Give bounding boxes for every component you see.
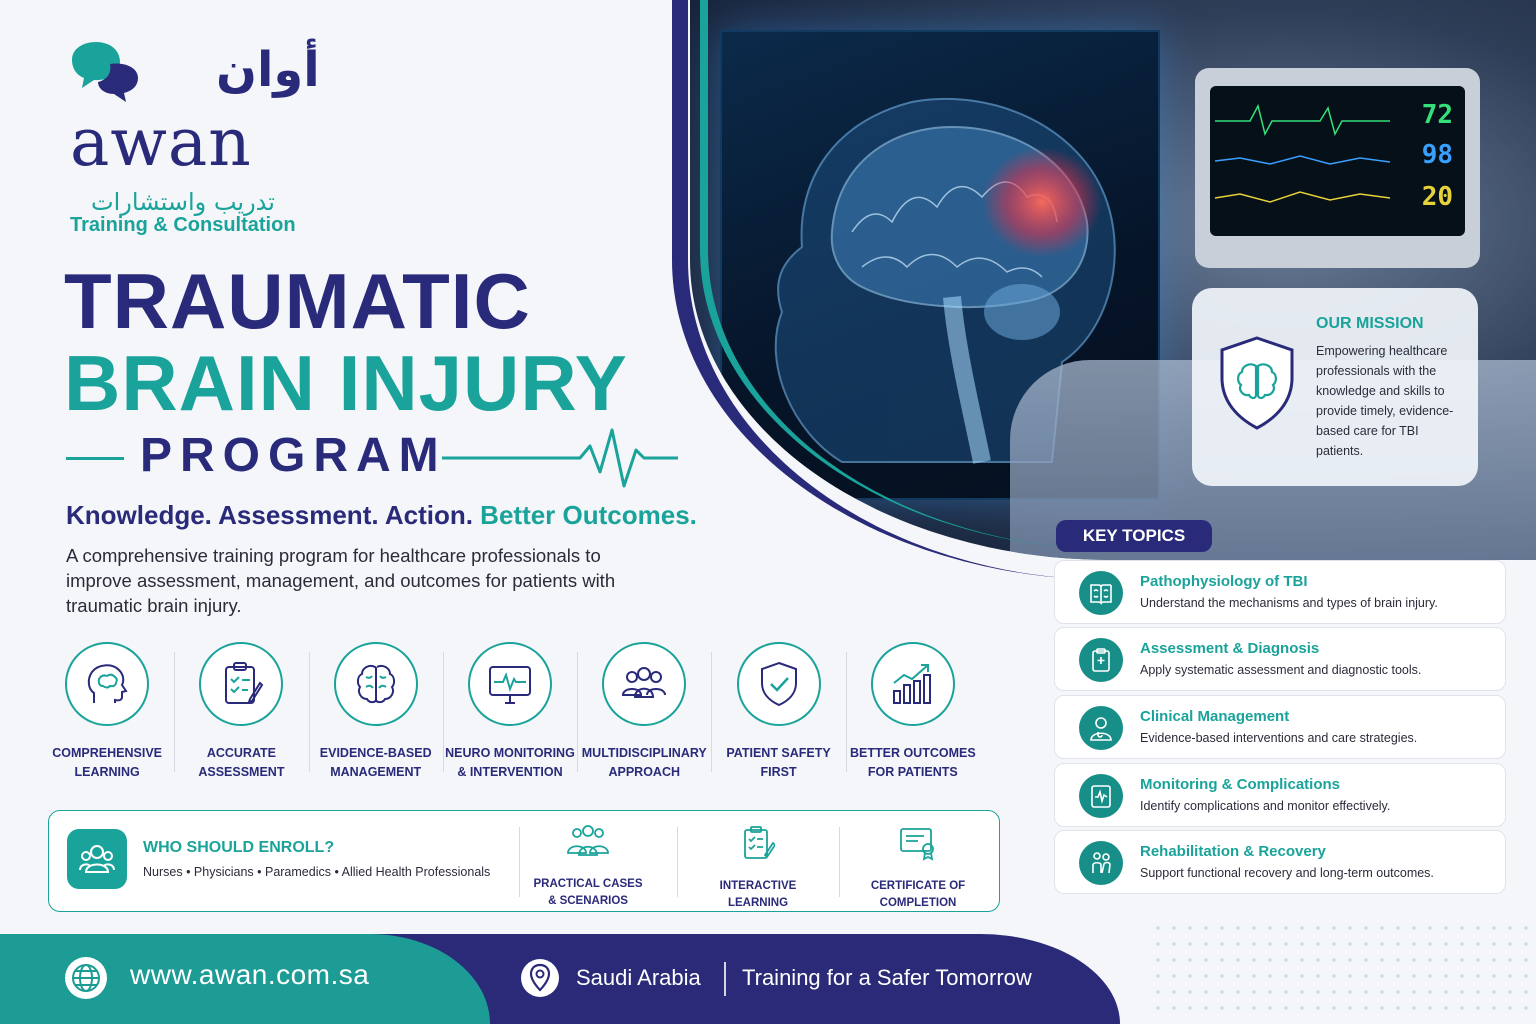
chat-bubbles-icon (72, 42, 138, 102)
growth-chart-icon (892, 664, 931, 704)
website-link[interactable]: www.awan.com.sa (130, 959, 370, 990)
mission-title: OUR MISSION (1316, 315, 1424, 332)
enroll-divider (677, 827, 678, 897)
footer-country: Saudi Arabia (576, 965, 701, 990)
feature-label: MULTIDISCIPLINARY APPROACH (581, 746, 707, 779)
feature-label: ACCURATE ASSESSMENT (198, 746, 285, 779)
logo-arabic-tagline: تدريب واستشارات (91, 188, 275, 216)
enroll-item-certificate: CERTIFICATE OF COMPLETION (839, 825, 997, 912)
enroll-item-label: PRACTICAL CASES & SCENARIOS (533, 878, 643, 907)
logo-tagline: Training & Consultation (70, 214, 296, 236)
topic-card: Pathophysiology of TBI Understand the me… (1054, 560, 1506, 624)
topic-title: Assessment & Diagnosis (1140, 640, 1320, 657)
feature-better-outcomes: BETTER OUTCOMES FOR PATIENTS (845, 638, 980, 788)
feature-label: PATIENT SAFETY FIRST (726, 746, 831, 779)
feature-patient-safety: PATIENT SAFETY FIRST (711, 638, 845, 788)
globe-icon (65, 957, 107, 999)
enroll-divider (839, 827, 840, 897)
enroll-audience: Nurses • Physicians • Paramedics • Allie… (143, 865, 491, 879)
brain-icon (356, 664, 395, 704)
certificate-icon (900, 828, 934, 861)
enroll-item-interactive-learning: INTERACTIVE LEARNING (679, 825, 837, 912)
topic-description: Identify complications and monitor effec… (1140, 799, 1391, 813)
title-line-2: BRAIN INJURY (64, 339, 628, 427)
logo-latin-name: awan (70, 104, 252, 181)
feature-evidence-based-management: EVIDENCE-BASED MANAGEMENT (308, 638, 443, 788)
topic-description: Understand the mechanisms and types of b… (1140, 596, 1438, 610)
topic-description: Apply systematic assessment and diagnost… (1140, 663, 1422, 677)
rehabilitation-icon (1092, 852, 1111, 874)
monitoring-icon (1091, 785, 1111, 808)
feature-comprehensive-learning: COMPREHENSIVE LEARNING (40, 638, 174, 788)
feature-label: BETTER OUTCOMES FOR PATIENTS (849, 746, 976, 779)
clipboard-checklist-icon (225, 662, 264, 704)
monitor-pulse-icon (488, 666, 531, 704)
feature-accurate-assessment: ACCURATE ASSESSMENT (174, 638, 308, 788)
team-icon (622, 667, 667, 698)
mission-card: OUR MISSION Empowering healthcare profes… (1192, 288, 1478, 486)
title-divider-left (66, 457, 124, 460)
mission-text: Empowering healthcare professionals with… (1316, 344, 1454, 458)
logo-arabic-name: أوان (216, 42, 320, 98)
key-topics-badge: KEY TOPICS (1056, 520, 1212, 552)
topic-title: Clinical Management (1140, 708, 1290, 725)
location-pin-icon (521, 959, 559, 997)
group-icon (567, 825, 609, 856)
feature-multidisciplinary-approach: MULTIDISCIPLINARY APPROACH (577, 638, 711, 788)
topic-card: Rehabilitation & Recovery Support functi… (1054, 830, 1506, 894)
footer-slogan: Training for a Safer Tomorrow (742, 965, 1032, 990)
title-line-3: PROGRAM (140, 429, 447, 482)
feature-label: COMPREHENSIVE LEARNING (52, 746, 163, 779)
shield-check-icon (760, 661, 797, 707)
topic-card: Clinical Management Evidence-based inter… (1054, 695, 1506, 759)
hero-ring-teal (700, 0, 1536, 550)
head-brain-icon (87, 664, 128, 703)
clipboard-icon (744, 826, 777, 859)
people-icon (79, 845, 115, 873)
enroll-item-practical-cases: PRACTICAL CASES & SCENARIOS (509, 825, 667, 910)
diagnosis-clipboard-icon (1092, 648, 1110, 672)
program-tagline: Knowledge. Assessment. Action. Better Ou… (66, 500, 697, 531)
tagline-accent: Better Outcomes. (480, 500, 697, 530)
doctor-icon (1090, 717, 1112, 741)
footer-divider (724, 962, 726, 996)
enroll-divider (519, 827, 520, 897)
feature-neuro-monitoring: NEURO MONITORING & INTERVENTION (442, 638, 577, 788)
tagline-main: Knowledge. Assessment. Action. (66, 500, 473, 530)
enroll-item-label: INTERACTIVE LEARNING (719, 880, 797, 909)
dot-pattern (1150, 920, 1530, 1020)
feature-label: NEURO MONITORING & INTERVENTION (445, 746, 575, 779)
topic-description: Support functional recovery and long-ter… (1140, 866, 1434, 880)
title-line-1: TRAUMATIC (64, 257, 531, 345)
topic-card: Monitoring & Complications Identify comp… (1054, 763, 1506, 827)
topic-title: Pathophysiology of TBI (1140, 573, 1308, 590)
feature-label: EVIDENCE-BASED MANAGEMENT (319, 746, 432, 779)
program-description: A comprehensive training program for hea… (66, 545, 616, 616)
enroll-title: WHO SHOULD ENROLL? (143, 839, 335, 856)
topic-title: Rehabilitation & Recovery (1140, 843, 1326, 860)
topic-title: Monitoring & Complications (1140, 776, 1340, 793)
heartbeat-line-icon (442, 428, 678, 488)
enroll-item-label: CERTIFICATE OF COMPLETION (870, 880, 966, 909)
features-row: COMPREHENSIVE LEARNING ACCURATE ASSESSME… (40, 638, 980, 788)
brain-book-icon (1090, 584, 1112, 605)
topic-description: Evidence-based interventions and care st… (1140, 731, 1418, 745)
enroll-panel: WHO SHOULD ENROLL? Nurses • Physicians •… (48, 810, 1000, 912)
shield-brain-icon (1220, 336, 1294, 430)
topic-card: Assessment & Diagnosis Apply systematic … (1054, 627, 1506, 691)
